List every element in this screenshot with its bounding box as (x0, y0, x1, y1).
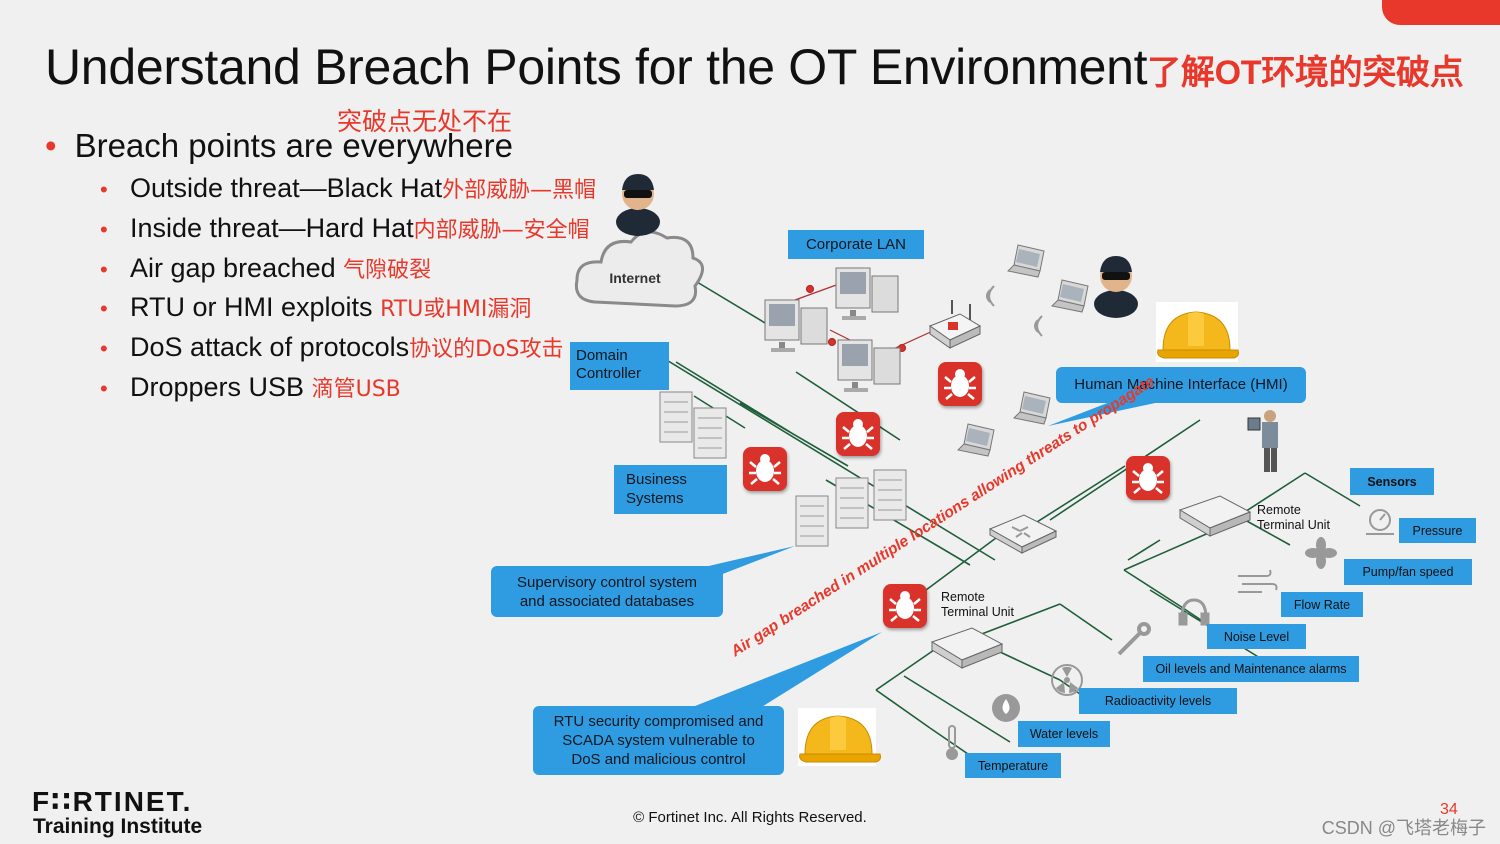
bug-icon (836, 412, 880, 456)
main-bullet-cn: 突破点无处不在 (337, 107, 513, 136)
noise-label: Noise Level (1207, 624, 1306, 649)
main-bullet: •Breach points are everywhere (45, 127, 513, 164)
water-label: Water levels (1018, 721, 1110, 747)
business-systems-label: Business Systems (614, 465, 727, 514)
hardhat-icon (798, 708, 881, 766)
list-item: •DoS attack of protocols协议的DoS攻击 (100, 332, 564, 363)
computer-icon (835, 267, 899, 321)
pump-label: Pump/fan speed (1344, 559, 1472, 585)
oil-label: Oil levels and Maintenance alarms (1143, 656, 1359, 682)
supervisory-label: Supervisory control system and associate… (491, 566, 723, 617)
main-bullet-text: Breach points are everywhere (74, 127, 513, 164)
title-en: Understand Breach Points for the OT Envi… (45, 39, 1148, 95)
thermometer-icon (946, 725, 958, 760)
hardhat-icon (1156, 302, 1239, 362)
temp-label: Temperature (965, 753, 1061, 778)
list-item: •Air gap breached 气隙破裂 (100, 252, 432, 283)
list-item: •Droppers USB 滴管USB (100, 371, 401, 402)
pressure-label: Pressure (1399, 518, 1476, 543)
fortinet-logo: F∷RTINET. (32, 786, 193, 817)
server-icon (693, 407, 727, 459)
title-cn: 了解OT环境的突破点 (1147, 54, 1464, 92)
laptop-icon (1013, 391, 1051, 425)
radio-label: Radioactivity levels (1079, 688, 1237, 714)
engineer-icon (1247, 410, 1278, 472)
page-title: Understand Breach Points for the OT Envi… (45, 38, 1464, 96)
sub-bullet-list: •Outside threat—Black Hat外部威胁—黑帽 •Inside… (100, 172, 596, 411)
hacker-icon (616, 174, 660, 236)
flow-label: Flow Rate (1281, 592, 1363, 617)
bug-icon (1126, 456, 1170, 500)
radiation-icon (1051, 664, 1083, 696)
server-icon (795, 495, 829, 547)
internet-label: Internet (609, 270, 661, 286)
wrench-icon (1117, 622, 1151, 656)
rtu-label: Remote Terminal Unit (941, 590, 1014, 619)
laptop-icon (957, 423, 995, 457)
supervisory-pointer (700, 546, 795, 575)
gauge-icon (1366, 509, 1394, 535)
rtu-label: Remote Terminal Unit (1257, 503, 1330, 532)
bug-icon (883, 584, 927, 628)
rtu-compromised-label: RTU security compromised and SCADA syste… (533, 706, 784, 775)
server-icon (873, 469, 907, 521)
list-item: •Inside threat—Hard Hat内部威胁—安全帽 (100, 212, 590, 243)
headphones-icon (1178, 598, 1210, 626)
server-icon (835, 477, 869, 529)
switch-icon (988, 514, 1058, 554)
computer-icon (837, 339, 901, 393)
rtu-device-icon (1179, 495, 1251, 537)
hmi-pointer (1048, 402, 1160, 426)
page-number: 34 (1440, 801, 1458, 818)
bug-icon (743, 447, 787, 491)
hmi-label: Human Machine Interface (HMI) (1056, 367, 1306, 403)
laptop-icon (1051, 279, 1089, 313)
fan-icon (1305, 537, 1337, 569)
list-item: •RTU or HMI exploits RTU或HMI漏洞 (100, 292, 532, 323)
water-drop-icon (992, 694, 1020, 722)
laptop-icon (1007, 244, 1045, 278)
corporate-lan-label: Corporate LAN (788, 230, 924, 259)
rtu-pointer (690, 632, 882, 708)
training-institute: Training Institute (33, 815, 203, 838)
corner-tab (1382, 0, 1500, 25)
router-icon (928, 300, 982, 349)
wind-icon (1238, 569, 1278, 593)
sensors-label: Sensors (1350, 468, 1434, 495)
cloud-icon (574, 230, 704, 308)
hacker-icon (1094, 256, 1138, 318)
lan-red-links (794, 279, 936, 356)
domain-controller-label: Domain Controller (570, 342, 669, 390)
copyright: © Fortinet Inc. All Rights Reserved. (633, 809, 867, 826)
computer-icon (764, 299, 828, 353)
list-item: •Outside threat—Black Hat外部威胁—黑帽 (100, 173, 597, 203)
server-icon (659, 391, 693, 443)
rtu-device-icon (931, 627, 1003, 669)
wifi-icon (986, 285, 1043, 337)
bug-icon (938, 362, 982, 406)
watermark: CSDN @飞塔老梅子 (1321, 818, 1486, 838)
